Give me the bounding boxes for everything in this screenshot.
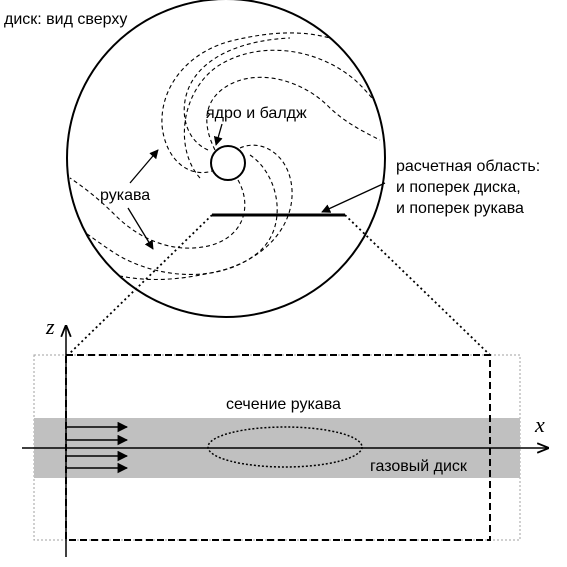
spiral-arm-2-inner (69, 177, 246, 249)
arm-cross-section-label: сечение рукава (226, 396, 341, 413)
arms-label: рукава (100, 187, 150, 204)
arms-arrow-up (129, 149, 159, 184)
spiral-arms (69, 32, 385, 281)
spiral-arm-4-inner (119, 144, 293, 281)
galactic-disk-outline (66, 0, 386, 318)
computation-region-label-1: расчетная область: (396, 158, 540, 175)
inflow-arrows (66, 421, 129, 474)
arm-cross-section-ellipse (207, 426, 363, 468)
zoom-line-right (344, 214, 491, 356)
arms-arrow-down (127, 207, 154, 250)
core-bulge-circle (210, 145, 246, 181)
computation-region-label-2: и поперек диска, (396, 179, 521, 196)
computation-region-pointer (321, 182, 386, 213)
gas-disk-label: газовый диск (370, 458, 468, 475)
core-bulge-label: ядро и балдж (206, 105, 307, 122)
disk-view-title: диск: вид сверху (4, 11, 127, 28)
z-axis-label: z (45, 314, 55, 339)
zoom-line-left (67, 214, 213, 356)
spiral-arm-1-inner (206, 76, 381, 151)
spiral-arm-3-outer (183, 37, 291, 151)
spiral-arm-2-outer (69, 154, 278, 276)
x-axis-label: x (534, 412, 545, 437)
core-label-arrow (213, 123, 223, 146)
computation-region-label-3: и поперек рукава (396, 200, 524, 217)
spiral-arm-1-outer (183, 49, 385, 179)
